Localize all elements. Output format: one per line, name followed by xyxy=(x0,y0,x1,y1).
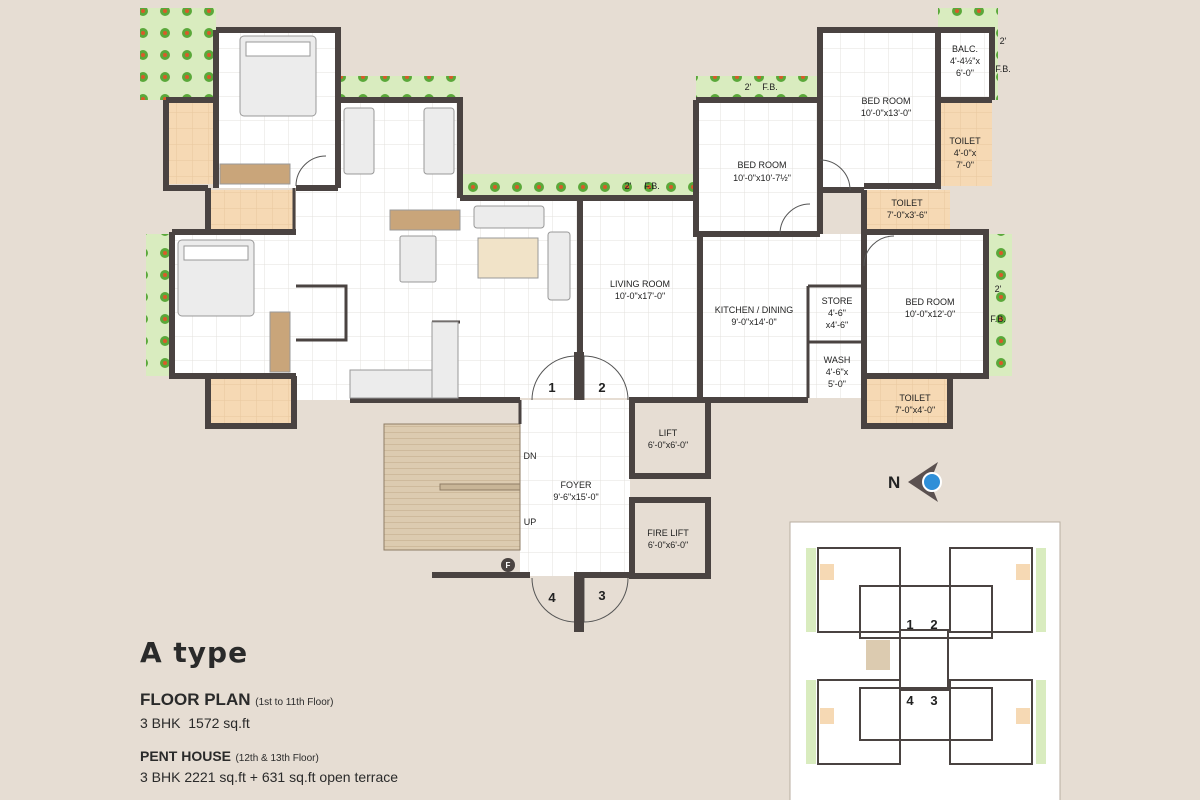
toilet-1-dim1: 4'-0"x xyxy=(954,148,977,158)
lift-dim: 6'-0"x6'-0" xyxy=(648,440,688,450)
walls xyxy=(163,27,995,579)
fb-label-side: F.B. xyxy=(990,314,1006,324)
stair-down-label: DN xyxy=(524,451,537,461)
flat-number-3: 3 xyxy=(598,588,605,603)
pent-house-plus: + xyxy=(249,769,258,785)
lift-label: LIFT xyxy=(659,428,678,438)
fire-exit-icon xyxy=(501,558,515,572)
wash-dim1: 4'-6"x xyxy=(826,367,849,377)
doors xyxy=(295,155,895,623)
floor-plan-title: FLOOR PLAN xyxy=(140,690,251,709)
plan-type-title: A type xyxy=(140,636,249,669)
fire-exit-label: F xyxy=(506,561,511,570)
balcony-dim2: 6'-0" xyxy=(956,68,974,78)
pent-house-details: 3 BHK 2221 sq.ft + 631 sq.ft open terrac… xyxy=(140,768,398,786)
key-flat-2: 2 xyxy=(930,617,937,632)
store-dim1: 4'-6" xyxy=(828,308,846,318)
toilet-1-dim2: 7'-0" xyxy=(956,160,974,170)
store-label: STORE xyxy=(822,296,853,306)
toilet-3-dim: 7'-0"x4'-0" xyxy=(895,405,935,415)
fire-lift-dim: 6'-0"x6'-0" xyxy=(648,540,688,550)
north-label: N xyxy=(888,473,900,492)
pent-house-terrace: 631 sq.ft open terrace xyxy=(261,769,399,785)
plan-legend: A type FLOOR PLAN (1st to 11th Floor) 3 … xyxy=(140,636,398,786)
bedroom-3-dim: 10'-0"x12'-0" xyxy=(905,309,955,319)
fb-label-balc: F.B. xyxy=(995,64,1011,74)
pent-house-heading: PENT HOUSE (12th & 13th Floor) xyxy=(140,748,398,766)
floor-plan-details: 3 BHK 1572 sq.ft xyxy=(140,714,398,732)
flat-number-4: 4 xyxy=(548,590,556,605)
pent-house-title: PENT HOUSE xyxy=(140,748,232,764)
fire-lift-label: FIRE LIFT xyxy=(647,528,689,538)
balcony-label: BALC. xyxy=(952,44,978,54)
floor-plan-bhk: 3 BHK xyxy=(140,715,181,731)
living-room-label: LIVING ROOM xyxy=(610,279,670,289)
flat-number-2: 2 xyxy=(598,380,605,395)
floor-plan-heading: FLOOR PLAN (1st to 11th Floor) xyxy=(140,691,398,712)
fb-label-top: F.B. xyxy=(762,82,778,92)
floor-tiles xyxy=(166,30,992,576)
living-room-dim: 10'-0"x17'-0" xyxy=(615,291,665,301)
wash-label: WASH xyxy=(824,355,851,365)
key-plan: 1 2 3 4 xyxy=(789,521,1061,800)
kitchen-label: KITCHEN / DINING xyxy=(715,305,794,315)
toilet-2-label: TOILET xyxy=(891,198,923,208)
foyer-dim: 9'-6"x15'-0" xyxy=(553,492,598,502)
bedroom-2-label: BED ROOM xyxy=(737,160,786,170)
furniture xyxy=(177,35,571,399)
key-flat-3: 3 xyxy=(930,693,937,708)
toilet-2-dim: 7'-0"x3'-6" xyxy=(887,210,927,220)
toilet-1-label: TOILET xyxy=(949,136,981,146)
kitchen-dim: 9'-0"x14'-0" xyxy=(731,317,776,327)
north-compass-icon xyxy=(908,462,942,502)
bedroom-1-dim: 10'-0"x13'-0" xyxy=(861,108,911,118)
flat-number-1: 1 xyxy=(548,380,555,395)
fb-width-top: 2' xyxy=(745,82,752,92)
floor-plan-floors: (1st to 11th Floor) xyxy=(255,697,334,708)
toilet-3-label: TOILET xyxy=(899,393,931,403)
stair-up-label: UP xyxy=(524,517,537,527)
floor-plan-area: 1572 sq.ft xyxy=(188,715,250,731)
foyer-label: FOYER xyxy=(560,480,592,490)
fb-width-side: 2' xyxy=(995,284,1002,294)
key-flat-4: 4 xyxy=(906,693,914,708)
bedroom-2-dim: 10'-0"x10'-7½" xyxy=(733,173,791,183)
pent-house-bhk: 3 BHK xyxy=(140,769,181,785)
staircase xyxy=(383,423,630,578)
fb-width-mid: 2' xyxy=(625,181,632,191)
bedroom-1-label: BED ROOM xyxy=(861,96,910,106)
bedroom-3-label: BED ROOM xyxy=(905,297,954,307)
pent-house-floors: (12th & 13th Floor) xyxy=(235,753,319,764)
fb-label-mid: F.B. xyxy=(644,181,660,191)
store-dim2: x4'-6" xyxy=(826,320,848,330)
fb-width-balc: 2' xyxy=(1000,36,1007,46)
balcony-dim1: 4'-4½"x xyxy=(950,56,980,66)
wash-dim2: 5'-0" xyxy=(828,379,846,389)
key-flat-1: 1 xyxy=(906,617,913,632)
pent-house-area: 2221 sq.ft xyxy=(184,769,246,785)
